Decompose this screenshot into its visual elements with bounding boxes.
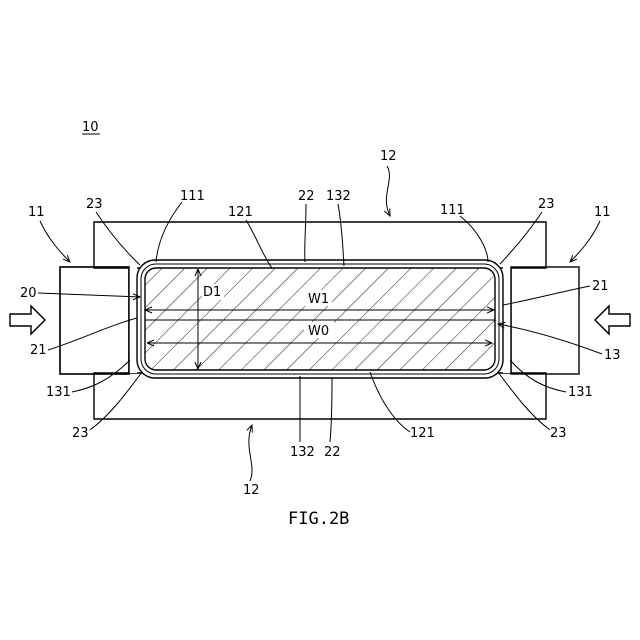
leader-21-left	[48, 318, 137, 350]
bottom-die	[94, 373, 546, 419]
w0-label: W0	[308, 324, 329, 339]
leader-23-tl	[96, 212, 140, 265]
right-side-die	[511, 267, 579, 374]
left-side-die	[60, 267, 129, 374]
leader-11-left	[40, 221, 70, 262]
label-11-right: 11	[594, 205, 611, 220]
right-gap	[503, 267, 511, 373]
leader-21-right	[503, 286, 590, 305]
label-22-top: 22	[298, 189, 315, 204]
leader-131-left	[72, 360, 130, 392]
leader-132-top	[338, 204, 344, 266]
left-press-arrow	[10, 306, 45, 334]
leader-22-bottom	[330, 378, 332, 442]
label-132-bottom: 132	[290, 445, 315, 460]
right-press-arrow	[595, 306, 630, 334]
label-21-left: 21	[30, 343, 47, 358]
label-20: 20	[20, 286, 37, 301]
label-12-bottom: 12	[243, 483, 260, 498]
label-23-tl: 23	[86, 197, 103, 212]
label-13: 13	[604, 348, 621, 363]
leader-12-bottom	[249, 425, 252, 481]
w1-label: W1	[308, 292, 329, 307]
leader-23-bl	[90, 372, 142, 430]
label-121-bottom: 121	[410, 426, 435, 441]
label-11-left: 11	[28, 205, 45, 220]
label-22-bottom: 22	[324, 445, 341, 460]
label-131-right: 131	[568, 385, 593, 400]
label-111-left: 111	[180, 189, 205, 204]
label-121-top: 121	[228, 205, 253, 220]
d1-label: D1	[203, 285, 221, 300]
leader-111-right	[460, 216, 488, 262]
leader-131-right	[510, 360, 566, 392]
label-131-left: 131	[46, 385, 71, 400]
label-23-br: 23	[550, 426, 567, 441]
leader-12-top	[386, 166, 390, 216]
label-21-right: 21	[592, 279, 609, 294]
label-23-bl: 23	[72, 426, 89, 441]
leader-121-bottom	[370, 372, 410, 432]
ref-10: 10	[82, 120, 99, 135]
leader-20	[38, 293, 140, 297]
label-111-right: 111	[440, 203, 465, 218]
label-12-top: 12	[380, 149, 397, 164]
label-132-top: 132	[326, 189, 351, 204]
figure-caption: FIG.2B	[288, 509, 349, 529]
leader-23-tr	[500, 212, 542, 264]
leader-111-left	[156, 202, 182, 262]
leader-22-top	[305, 204, 306, 262]
label-23-tr: 23	[538, 197, 555, 212]
leader-23-br	[498, 372, 550, 430]
leader-13	[498, 324, 602, 354]
leader-11-right	[570, 221, 600, 262]
